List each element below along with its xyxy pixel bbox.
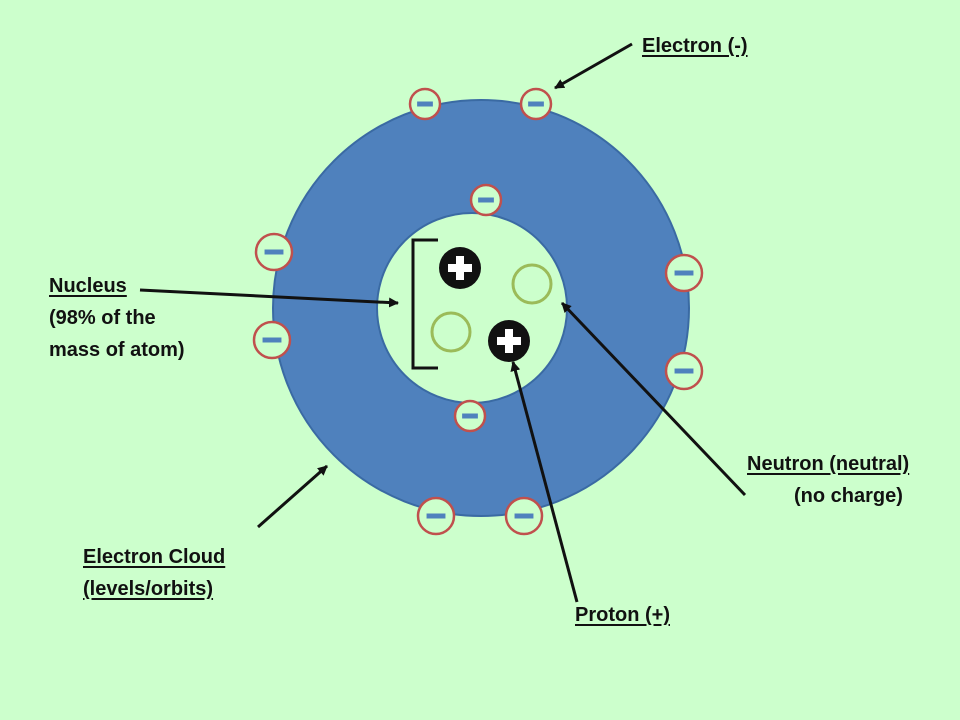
nucleus-label-line-2: (98% of the	[49, 307, 156, 329]
nucleus-label-line-3: mass of atom)	[49, 339, 185, 361]
electron	[519, 87, 553, 121]
electron-cloud-label-note: (levels/orbits)	[83, 578, 214, 600]
electron	[408, 87, 442, 121]
electron-cloud-label: Electron Cloud (levels/orbits)	[83, 541, 225, 605]
minus-sign-icon	[478, 197, 494, 203]
neutron	[430, 311, 472, 353]
proton-label: Proton (+)	[575, 604, 670, 626]
minus-sign-icon	[674, 270, 694, 276]
neutron-label-note: (no charge)	[794, 485, 903, 507]
minus-sign-icon	[426, 513, 446, 519]
electron-arrow	[554, 42, 633, 90]
neutron-label-title: Neutron (neutral)	[747, 453, 910, 475]
neutron-arrow	[560, 301, 747, 497]
electron	[504, 496, 544, 536]
electron	[416, 496, 456, 536]
electron-label: Electron (-)	[642, 35, 748, 57]
proton	[439, 247, 481, 289]
minus-sign-icon	[264, 249, 284, 255]
nucleus-arrow	[139, 288, 399, 308]
electron	[254, 232, 294, 272]
minus-sign-icon	[514, 513, 534, 519]
electron	[252, 320, 292, 360]
electrons-group	[252, 87, 704, 536]
proton-arrow	[510, 361, 579, 603]
electron-cloud-label-title: Electron Cloud	[83, 546, 226, 568]
nucleus-bracket	[411, 238, 438, 370]
nucleus-label-title: Nucleus	[49, 275, 127, 297]
electron	[469, 183, 503, 217]
proton	[488, 320, 530, 362]
electron-cloud-arrow	[257, 464, 328, 529]
nucleus-region	[376, 212, 568, 404]
electron	[664, 351, 704, 391]
nucleus-label: Nucleus (98% of the mass of atom)	[49, 270, 185, 366]
neutron-label: Neutron (neutral) (no charge)	[747, 448, 909, 512]
neutron	[511, 263, 553, 305]
minus-sign-icon	[262, 337, 282, 343]
electron	[453, 399, 487, 433]
minus-sign-icon	[528, 101, 544, 107]
minus-sign-icon	[462, 413, 478, 419]
minus-sign-icon	[674, 368, 694, 374]
electron	[664, 253, 704, 293]
minus-sign-icon	[417, 101, 433, 107]
